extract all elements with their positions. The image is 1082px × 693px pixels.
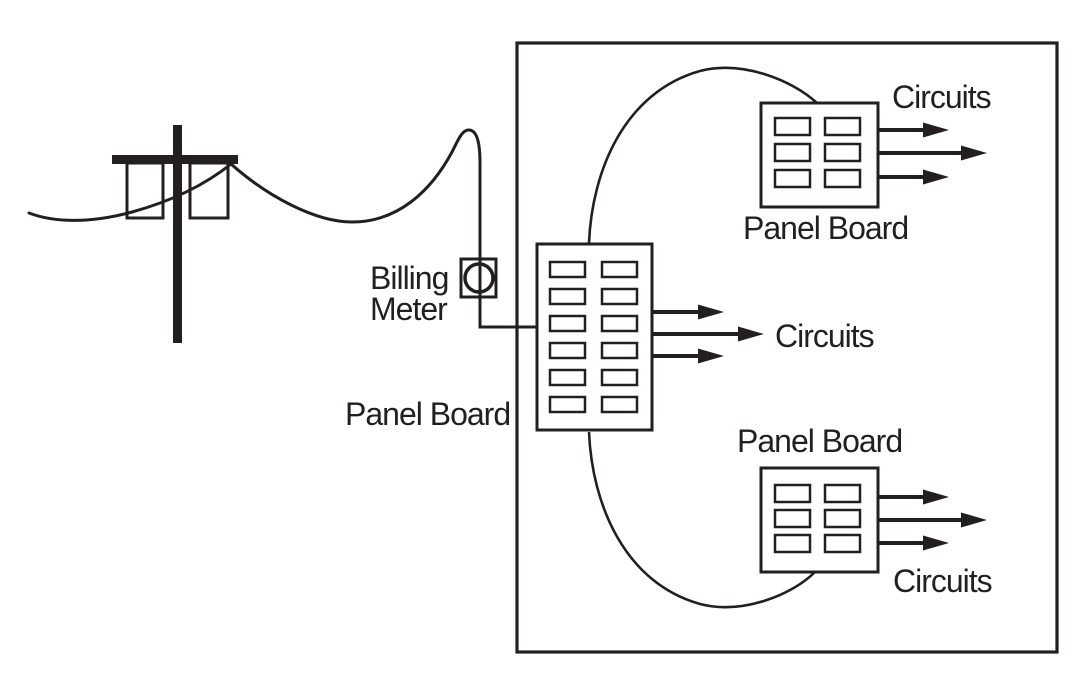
utility-pole-icon: [112, 125, 238, 343]
billing-meter-label-line2: Meter: [370, 291, 448, 327]
breaker-slot: [548, 341, 587, 360]
breaker-slot: [548, 287, 587, 306]
breaker-slot: [600, 314, 639, 333]
upper-circuits-label: Circuits: [892, 79, 991, 115]
feeder-arc-bottom: [587, 431, 816, 609]
breaker-slot: [823, 116, 862, 137]
circuit-arrow-head: [961, 145, 987, 161]
breaker-slot: [773, 168, 812, 189]
breaker-slot: [823, 508, 862, 529]
breaker-slot: [823, 142, 862, 163]
main-circuits-label: Circuits: [775, 318, 874, 354]
lower-panel-board-icon: [759, 466, 880, 574]
main-circuit-arrows: [653, 304, 764, 364]
circuit-arrow-head: [738, 326, 764, 342]
circuit-arrow-head: [923, 122, 949, 138]
breaker-slot: [548, 314, 587, 333]
meter-box: [459, 257, 498, 299]
building-outline: [515, 41, 1059, 654]
breaker-slot: [600, 368, 639, 387]
breaker-slot: [600, 260, 639, 279]
breaker-slot: [773, 508, 812, 529]
pole-mast: [173, 125, 182, 343]
circuit-arrow-head: [923, 489, 949, 505]
upper-panel-board-label: Panel Board: [743, 210, 908, 246]
circuit-arrow-head: [923, 535, 949, 551]
breaker-slot: [773, 533, 812, 554]
breaker-slot: [600, 341, 639, 360]
meter-dial: [463, 262, 495, 294]
circuit-arrow-head: [698, 304, 724, 320]
breaker-slot: [773, 116, 812, 137]
breaker-slot: [600, 287, 639, 306]
breaker-slot: [823, 168, 862, 189]
circuit-arrow-head: [923, 169, 949, 185]
pole-transformer-left: [125, 161, 165, 220]
breaker-slot: [548, 368, 587, 387]
feeder-arc-top: [587, 66, 818, 244]
breaker-slot: [823, 533, 862, 554]
power-line: [27, 128, 539, 329]
breaker-slot: [773, 142, 812, 163]
billing-meter-label-line1: Billing: [370, 260, 448, 296]
breaker-slot: [548, 260, 587, 279]
circuit-arrow-head: [698, 348, 724, 364]
breaker-slot: [600, 395, 639, 414]
lower-circuits-label: Circuits: [893, 563, 992, 599]
main-panel-board-label: Panel Board: [345, 396, 510, 432]
breaker-slot: [548, 395, 587, 414]
breaker-slot: [773, 483, 812, 504]
billing-meter-icon: [459, 257, 498, 299]
upper-circuit-arrows: [878, 122, 987, 185]
breaker-slot: [823, 483, 862, 504]
upper-panel-board-icon: [759, 101, 880, 209]
main-panel-board-icon: [535, 242, 654, 432]
lower-panel-board-label: Panel Board: [737, 423, 902, 459]
pole-crossarm: [112, 155, 238, 164]
circuit-arrow-head: [961, 512, 987, 528]
lower-circuit-arrows: [878, 489, 987, 551]
